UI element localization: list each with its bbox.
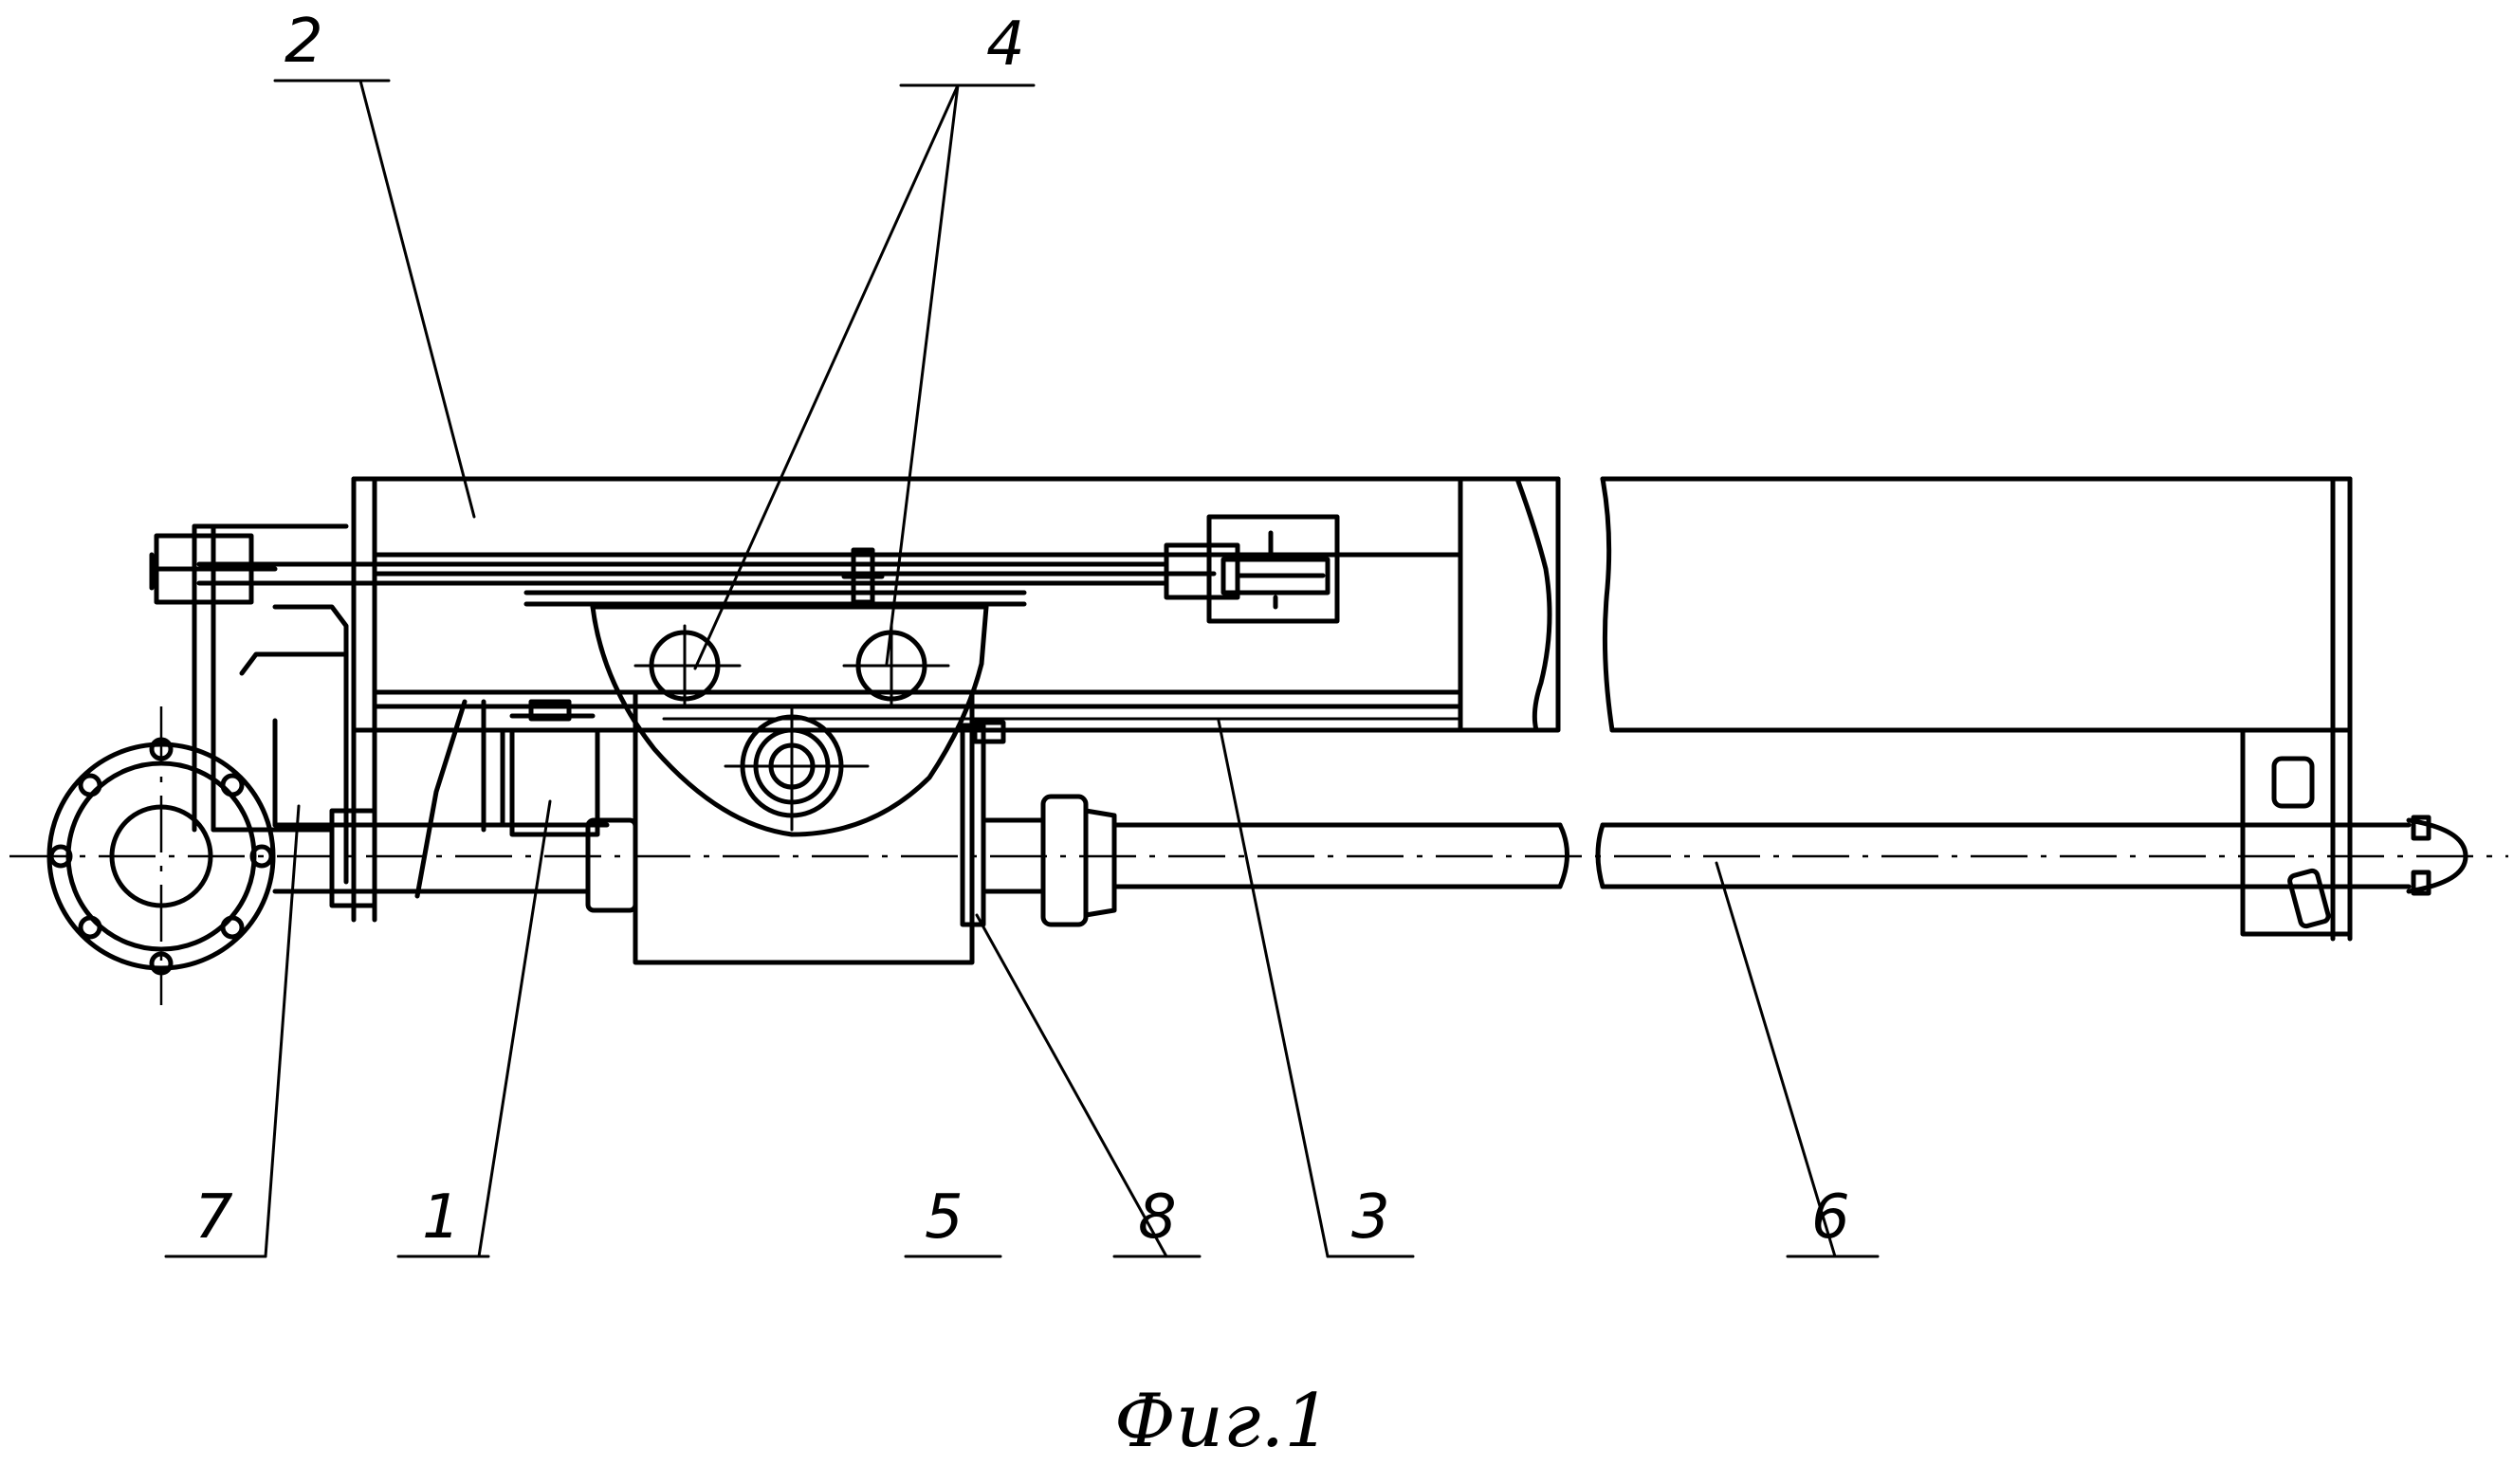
callout-5: 5 [925, 1182, 963, 1253]
callout-2: 2 [284, 7, 323, 77]
central-hub [725, 706, 868, 830]
callout-4: 4 [986, 9, 1025, 80]
callout-7: 7 [194, 1182, 233, 1253]
chain-8 [963, 723, 1003, 925]
callout-6: 6 [1811, 1182, 1850, 1253]
callout-3: 3 [1351, 1182, 1390, 1253]
callout-1: 1 [422, 1182, 461, 1253]
shaft-left [275, 811, 607, 906]
figure-caption: Фиг.1 [1114, 1379, 1331, 1464]
coupling [986, 797, 1114, 925]
callout-8: 8 [1138, 1182, 1177, 1253]
housing-right [1603, 479, 2350, 939]
leader-lines [166, 81, 1878, 1256]
right-clamp [1166, 517, 1337, 621]
